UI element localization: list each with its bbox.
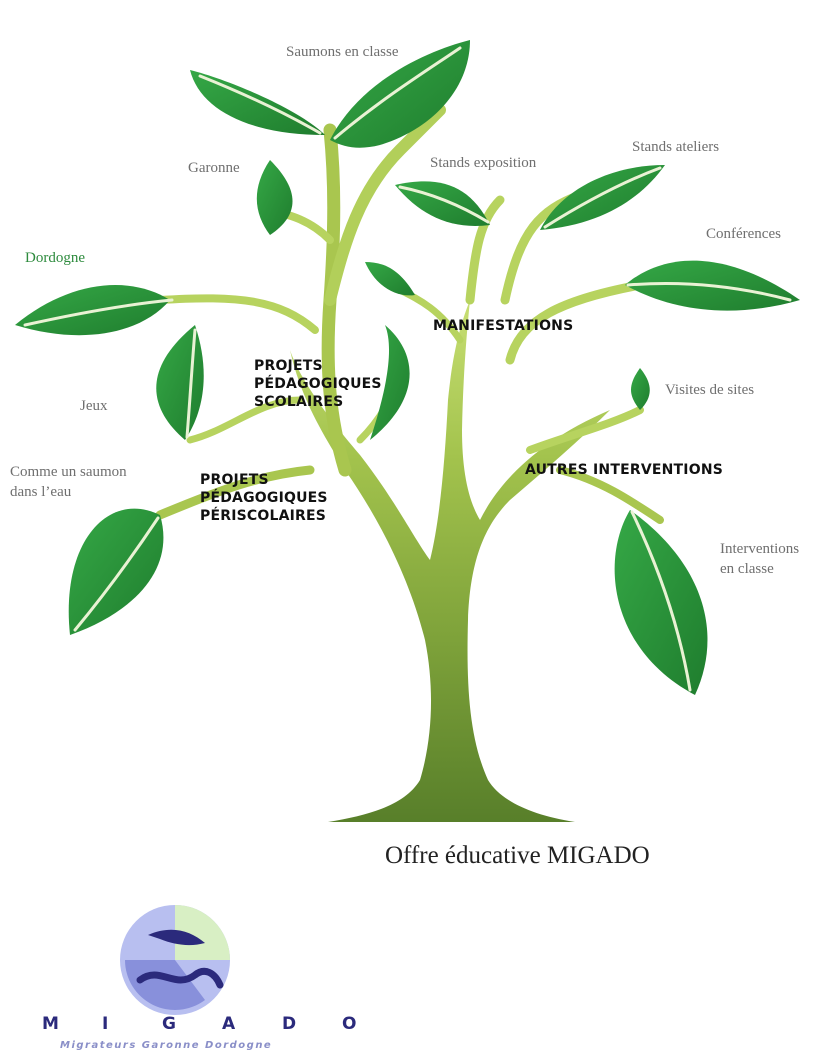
label-interventions-line2: en classe	[720, 561, 774, 577]
leaf-jeux	[156, 325, 204, 440]
leaf-garonne	[256, 160, 293, 235]
label-conferences: Conférences	[706, 226, 781, 242]
branch-scolaires-line1: PROJETS	[254, 358, 323, 374]
label-saumons-en-classe: Saumons en classe	[286, 44, 399, 60]
leaf-projets-right	[370, 325, 410, 440]
leaf-comme-un-saumon	[68, 508, 164, 635]
logo-graphic	[120, 905, 230, 1015]
leaf-small-center	[365, 262, 415, 296]
logo-letter: M	[42, 1014, 60, 1034]
label-visites-de-sites: Visites de sites	[665, 382, 755, 398]
diagram-caption: Offre éducative MIGADO	[385, 842, 650, 869]
branch-projets-scolaires: PROJETS PÉDAGOGIQUES SCOLAIRES	[254, 357, 382, 411]
branch-autres-interventions: AUTRES INTERVENTIONS	[525, 462, 724, 478]
label-dordogne: Dordogne	[25, 250, 85, 266]
logo-letter: O	[342, 1014, 358, 1034]
logo-letter: G	[162, 1014, 177, 1034]
label-interventions-line1: Interventions	[720, 541, 800, 557]
branch-periscolaires-line3: PÉRISCOLAIRES	[200, 508, 327, 524]
logo-tagline: Migrateurs Garonne Dordogne	[60, 1040, 273, 1051]
leaf-stands-ateliers	[540, 165, 665, 230]
logo-letter: I	[102, 1014, 110, 1034]
label-jeux: Jeux	[80, 398, 108, 414]
label-comme-un-saumon-line2: dans l’eau	[10, 484, 72, 500]
leaf-veins	[23, 46, 792, 692]
label-stands-exposition: Stands exposition	[430, 155, 537, 171]
label-stands-ateliers: Stands ateliers	[632, 139, 720, 155]
branch-periscolaires-line2: PÉDAGOGIQUES	[200, 490, 328, 506]
branch-periscolaires-line1: PROJETS	[200, 472, 269, 488]
branch-scolaires-line2: PÉDAGOGIQUES	[254, 376, 382, 392]
leaf-visites	[631, 368, 650, 410]
label-comme-un-saumon-line1: Comme un saumon	[10, 464, 127, 480]
leaf-interventions	[614, 510, 708, 695]
branch-projets-periscolaires: PROJETS PÉDAGOGIQUES PÉRISCOLAIRES	[200, 471, 328, 525]
label-garonne: Garonne	[188, 160, 240, 176]
label-comme-un-saumon: Comme un saumon dans l’eau	[10, 462, 127, 502]
leaf-saumons	[330, 40, 470, 148]
label-interventions-en-classe: Interventions en classe	[720, 539, 799, 579]
logo-letter: A	[222, 1014, 237, 1034]
trunk	[290, 300, 610, 822]
branch-scolaires-line3: SCOLAIRES	[254, 394, 344, 410]
branch-manifestations: MANIFESTATIONS	[433, 318, 574, 334]
logo-letter: D	[282, 1014, 298, 1034]
